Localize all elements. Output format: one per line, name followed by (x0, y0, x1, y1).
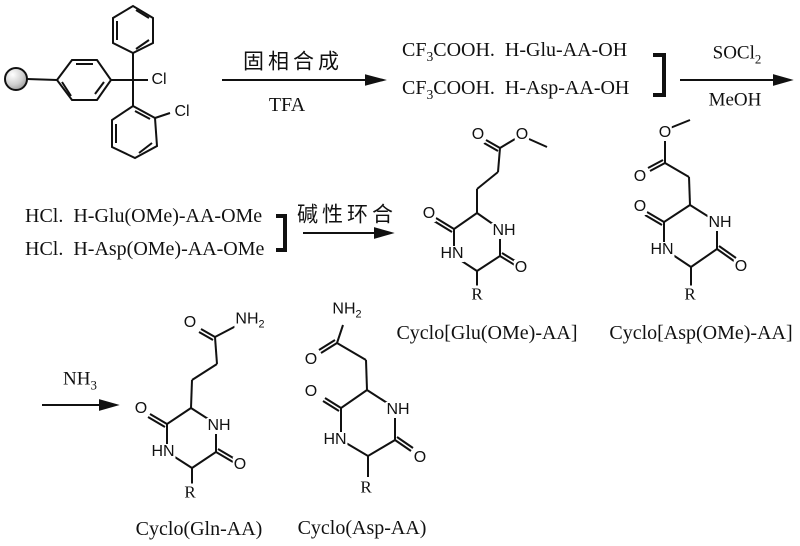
amine-hn-label: HN (649, 241, 675, 258)
cyclization-arrow (303, 227, 395, 239)
step2-reagent-label: SOCl2 (713, 44, 762, 67)
tfa-salt-glu: CF3COOH. H-Glu-AA-OH (402, 40, 627, 64)
formula-subscript: 2 (355, 308, 362, 321)
step4-reagent-label: NH3 (63, 370, 97, 393)
formula-text: NH (332, 300, 356, 318)
r-group-label: R (359, 477, 373, 497)
oxygen-label: O (412, 449, 428, 466)
oxygen-label: O (421, 205, 437, 222)
amine-hn-label: HN (322, 431, 348, 448)
formula-text: COOH. H-Glu-AA-OH (433, 39, 628, 62)
formula-text: NH (235, 310, 259, 328)
amide-nh2-label: NH2 (331, 300, 363, 321)
product-label-gln: Cyclo(Gln-AA) (135, 518, 263, 540)
amine-nh-label: NH (206, 417, 232, 434)
formula-subscript: 2 (258, 318, 265, 331)
formula-text: NH (63, 368, 91, 390)
tfa-salt-asp: CF3COOH. H-Asp-AA-OH (402, 78, 629, 102)
formula-subscript: 3 (90, 377, 97, 393)
step1-solvent-label: TFA (268, 94, 306, 116)
amide-nh2-label: NH2 (234, 310, 266, 331)
formula-subscript: 3 (426, 49, 434, 65)
product-label-glu-ome: Cyclo[Glu(OMe)-AA] (396, 322, 578, 344)
r-group-label: R (470, 284, 484, 304)
oxygen-label: O (513, 259, 529, 276)
oxygen-label: O (632, 198, 648, 215)
formula-subscript: 3 (426, 87, 434, 103)
amine-hn-label: HN (150, 443, 176, 460)
hcl-salt-glu: HCl. H-Glu(OMe)-AA-OMe (25, 205, 263, 227)
oxygen-label: O (657, 124, 673, 141)
oxygen-label: O (182, 314, 198, 331)
chlorine-label: Cl (173, 103, 191, 120)
product-label-asp-ome: Cyclo[Asp(OMe)-AA] (609, 322, 793, 344)
amine-nh-label: NH (385, 401, 411, 418)
oxygen-label: O (303, 383, 319, 400)
formula-subscript: 2 (754, 51, 762, 67)
solid-phase-arrow (222, 74, 387, 86)
formula-text: CF (402, 39, 427, 62)
resin-bead-icon (4, 67, 28, 91)
bracket-1 (653, 53, 666, 97)
oxygen-label: O (514, 126, 530, 143)
structure-cyclo-gln (147, 325, 237, 484)
r-group-label: R (183, 482, 197, 502)
ammonolysis-arrow (42, 399, 120, 411)
chlorine-label: Cl (150, 71, 168, 88)
oxygen-label: O (632, 168, 648, 185)
formula-text: COOH. H-Asp-AA-OH (433, 77, 630, 100)
oxygen-label: O (232, 456, 248, 473)
resin-structure (4, 4, 171, 160)
formula-text: SOCl (712, 42, 755, 64)
amine-nh-label: NH (491, 222, 517, 239)
structure-cyclo-glu-ome (433, 138, 548, 287)
r-group-label: R (683, 284, 697, 304)
step1-reagent-label: 固相合成 (243, 49, 343, 74)
hcl-salt-asp: HCl. H-Asp(OMe)-AA-OMe (25, 238, 265, 260)
bracket-2 (276, 214, 287, 252)
oxygen-label: O (133, 400, 149, 417)
product-label-asp: Cyclo(Asp-AA) (297, 517, 427, 539)
amine-hn-label: HN (439, 245, 465, 262)
step2-solvent-label: MeOH (708, 89, 762, 111)
esterification-arrow (680, 74, 794, 86)
amine-nh-label: NH (707, 214, 733, 231)
oxygen-label: O (733, 258, 749, 275)
oxygen-label: O (470, 126, 486, 143)
structure-cyclo-asp-ome (644, 119, 737, 286)
oxygen-label: O (303, 351, 319, 368)
step3-reagent-label: 碱性环合 (297, 202, 397, 227)
formula-text: CF (402, 77, 427, 100)
